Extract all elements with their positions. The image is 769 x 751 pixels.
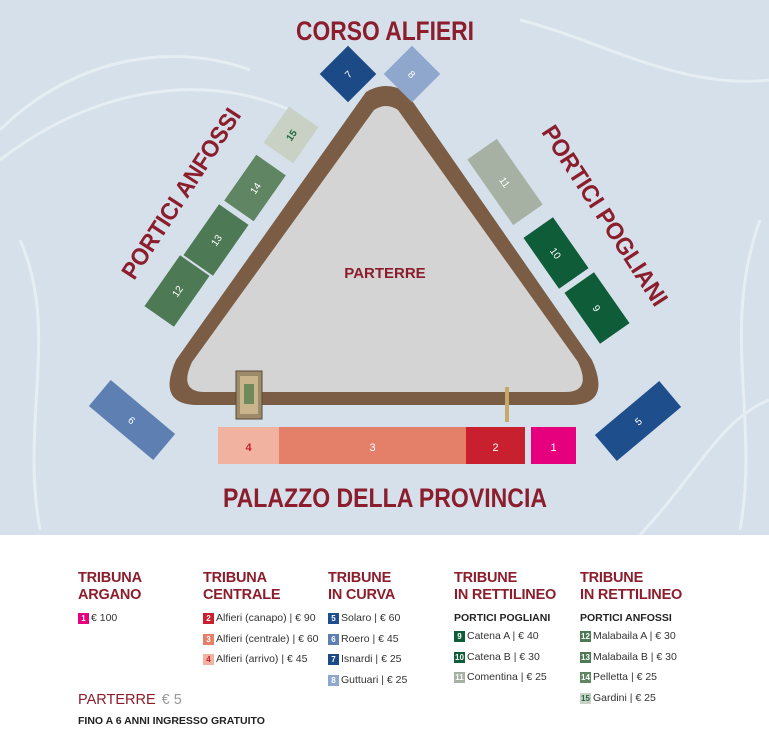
sector-badge-4: 4 bbox=[203, 654, 214, 665]
sector-badge-11: 11 bbox=[454, 672, 465, 683]
sector-5[interactable]: 5 bbox=[594, 380, 682, 462]
decorative-background-pattern bbox=[0, 18, 769, 535]
sector-badge-1: 1 bbox=[78, 613, 89, 624]
parterre-label: PARTERRE bbox=[344, 265, 425, 282]
title-palazzo-della-provincia: PALAZZO DELLA PROVINCIA bbox=[223, 483, 547, 513]
sector-13[interactable]: 13 bbox=[183, 204, 249, 276]
svg-text:6: 6 bbox=[125, 415, 137, 427]
sector-badge-5: 5 bbox=[328, 613, 339, 624]
sector-11[interactable]: 11 bbox=[467, 138, 543, 226]
sector-15[interactable]: 15 bbox=[263, 106, 319, 164]
sector-9[interactable]: 9 bbox=[564, 272, 630, 344]
svg-text:9: 9 bbox=[590, 303, 602, 314]
sector-6[interactable]: 6 bbox=[88, 379, 176, 461]
finish-post-icon bbox=[505, 387, 509, 422]
sector-3[interactable]: 3 bbox=[279, 427, 466, 464]
sector-10[interactable]: 10 bbox=[523, 217, 589, 289]
sector-1[interactable]: 1 bbox=[531, 427, 576, 464]
sector-badge-15: 15 bbox=[580, 692, 591, 704]
svg-text:3: 3 bbox=[369, 442, 375, 454]
title-corso-alfieri: CORSO ALFIERI bbox=[296, 16, 474, 46]
track-map: PARTERRE 4 3 2 1 6 5 7 8 bbox=[0, 0, 769, 535]
sector-badge-2: 2 bbox=[203, 613, 214, 624]
sector-4[interactable]: 4 bbox=[218, 427, 279, 464]
argano-icon bbox=[235, 370, 263, 420]
sector-badge-14: 14 bbox=[580, 672, 591, 683]
parterre-price-note: PARTERRE € 5 bbox=[78, 692, 182, 708]
sector-badge-12: 12 bbox=[580, 631, 591, 642]
sector-badge-13: 13 bbox=[580, 651, 591, 663]
parterre-price-label: PARTERRE bbox=[78, 692, 156, 708]
svg-text:4: 4 bbox=[245, 442, 252, 454]
sector-14[interactable]: 14 bbox=[224, 154, 286, 222]
legend-subtitle: PORTICI ANFOSSI bbox=[580, 612, 672, 624]
sector-12[interactable]: 12 bbox=[144, 255, 210, 327]
sector-2[interactable]: 2 bbox=[466, 427, 525, 464]
svg-text:5: 5 bbox=[633, 416, 645, 428]
sector-badge-3: 3 bbox=[203, 633, 214, 645]
sector-badge-6: 6 bbox=[328, 633, 339, 645]
parterre-area[interactable] bbox=[187, 106, 583, 392]
sector-badge-8: 8 bbox=[328, 674, 339, 686]
sector-badge-9: 9 bbox=[454, 631, 465, 642]
sector-badge-7: 7 bbox=[328, 654, 339, 665]
parterre-price-value: € 5 bbox=[161, 692, 182, 708]
svg-text:2: 2 bbox=[492, 442, 498, 454]
free-entry-note: FINO A 6 ANNI INGRESSO GRATUITO bbox=[78, 715, 265, 727]
legend-subtitle: PORTICI POGLIANI bbox=[454, 612, 551, 624]
svg-text:1: 1 bbox=[550, 442, 556, 454]
sector-badge-10: 10 bbox=[454, 651, 465, 663]
legend-item-1: 1€ 100 bbox=[78, 612, 228, 633]
